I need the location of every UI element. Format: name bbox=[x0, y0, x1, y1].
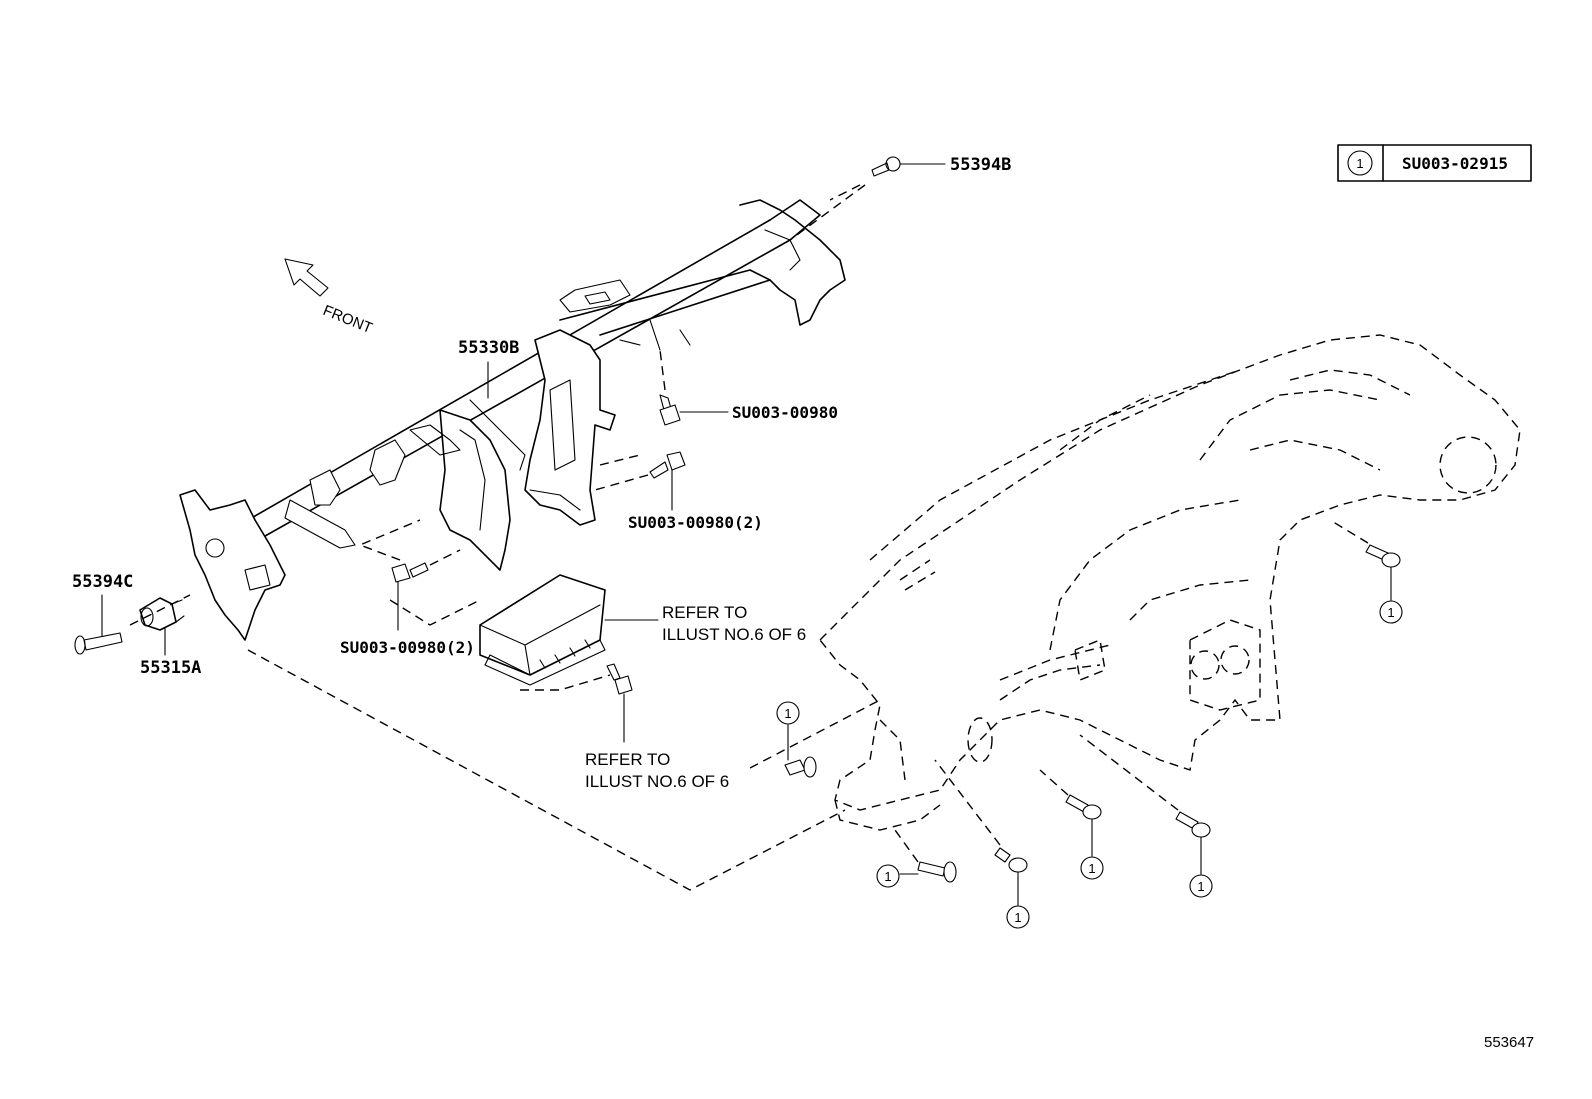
bushing-part: 55315A bbox=[139, 597, 201, 678]
label-55330B: 55330B bbox=[458, 338, 519, 358]
fastener-bolt-su003-c: SU003-00980(2) bbox=[340, 562, 475, 657]
label-su003-00980: SU003-00980 bbox=[732, 403, 838, 422]
fastener-airbag-bolt bbox=[606, 663, 633, 743]
label-55394B: 55394B bbox=[950, 155, 1011, 175]
front-arrow-icon: FRONT bbox=[284, 258, 375, 337]
refer-note-airbag-line2: ILLUST NO.6 OF 6 bbox=[662, 625, 806, 644]
instrument-panel-outline bbox=[819, 334, 1521, 831]
clip-callout-3: 1 bbox=[994, 847, 1030, 929]
callout-symbol-2: 1 bbox=[884, 869, 891, 884]
clip-callout-1: 1 bbox=[776, 701, 817, 778]
legend-symbol: 1 bbox=[1356, 156, 1363, 171]
illustration-number: 553647 bbox=[1484, 1034, 1534, 1051]
clip-callout-4: 1 bbox=[1065, 794, 1104, 880]
callout-symbol-3: 1 bbox=[1014, 910, 1021, 925]
clip-callout-5: 1 bbox=[1175, 811, 1213, 898]
fastener-bolt-left: 55394C bbox=[72, 572, 133, 655]
front-label: FRONT bbox=[321, 302, 375, 337]
refer-note-bolt-line1: REFER TO bbox=[585, 750, 670, 769]
fastener-bolt-top: 55394B bbox=[871, 155, 1011, 177]
refer-note-airbag-line1: REFER TO bbox=[662, 603, 747, 622]
label-55315A: 55315A bbox=[140, 658, 201, 678]
callout-symbol-6: 1 bbox=[1387, 605, 1394, 620]
clip-callout-2: 1 bbox=[876, 861, 957, 888]
legend-part-number: SU003-02915 bbox=[1402, 154, 1508, 173]
label-su003-00980-2-left: SU003-00980(2) bbox=[340, 638, 475, 657]
airbag-module bbox=[479, 574, 606, 686]
clip-callout-6: 1 bbox=[1365, 544, 1403, 624]
callout-symbol-5: 1 bbox=[1197, 879, 1204, 894]
label-su003-00980-2-right: SU003-00980(2) bbox=[628, 513, 763, 532]
callout-symbol-4: 1 bbox=[1088, 861, 1095, 876]
refer-note-bolt-line2: ILLUST NO.6 OF 6 bbox=[585, 772, 729, 791]
fastener-bolt-su003-a: SU003-00980 bbox=[659, 394, 838, 426]
fastener-bolt-su003-b: SU003-00980(2) bbox=[628, 451, 763, 532]
reinforcement-beam bbox=[179, 199, 846, 641]
legend-box: 1 SU003-02915 bbox=[1337, 144, 1532, 182]
label-55394C: 55394C bbox=[72, 572, 133, 592]
callout-symbol-1: 1 bbox=[784, 706, 791, 721]
